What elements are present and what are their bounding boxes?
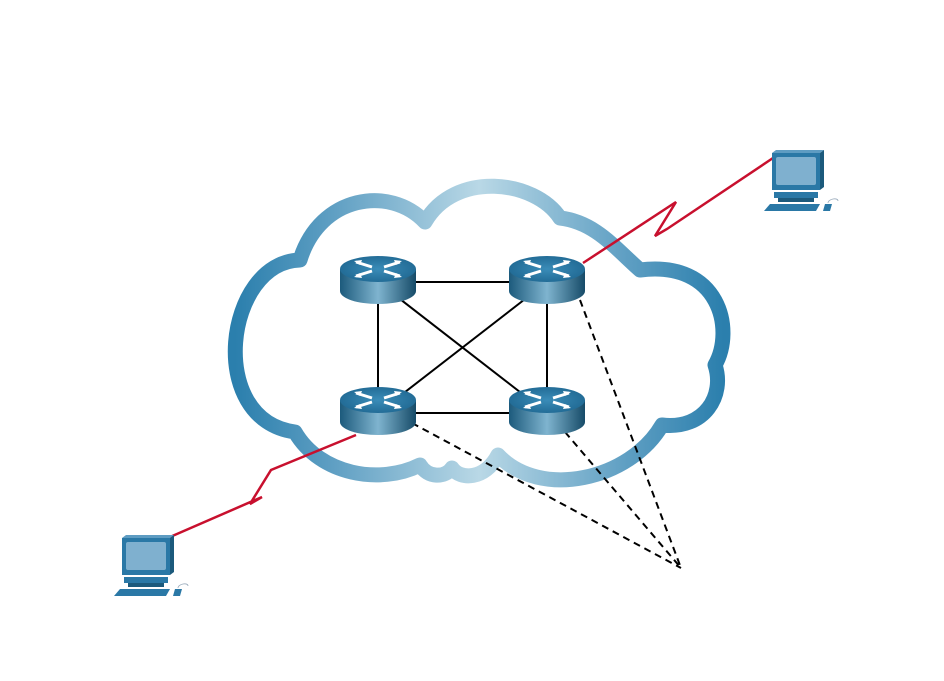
- cloud: [227, 178, 731, 488]
- router-icon[interactable]: [338, 385, 418, 437]
- pc-icon[interactable]: [113, 534, 189, 597]
- pc-icon[interactable]: [763, 149, 839, 212]
- router-icon[interactable]: [507, 385, 587, 437]
- link: [377, 281, 548, 414]
- router-icon[interactable]: [507, 254, 587, 306]
- dashed-link: [564, 431, 682, 569]
- serial-link-right: [582, 156, 774, 265]
- router-icon[interactable]: [338, 254, 418, 306]
- dashed-link: [411, 422, 682, 569]
- serial-link-left: [169, 433, 357, 539]
- dashed-links: [411, 299, 682, 569]
- dashed-link: [579, 299, 682, 569]
